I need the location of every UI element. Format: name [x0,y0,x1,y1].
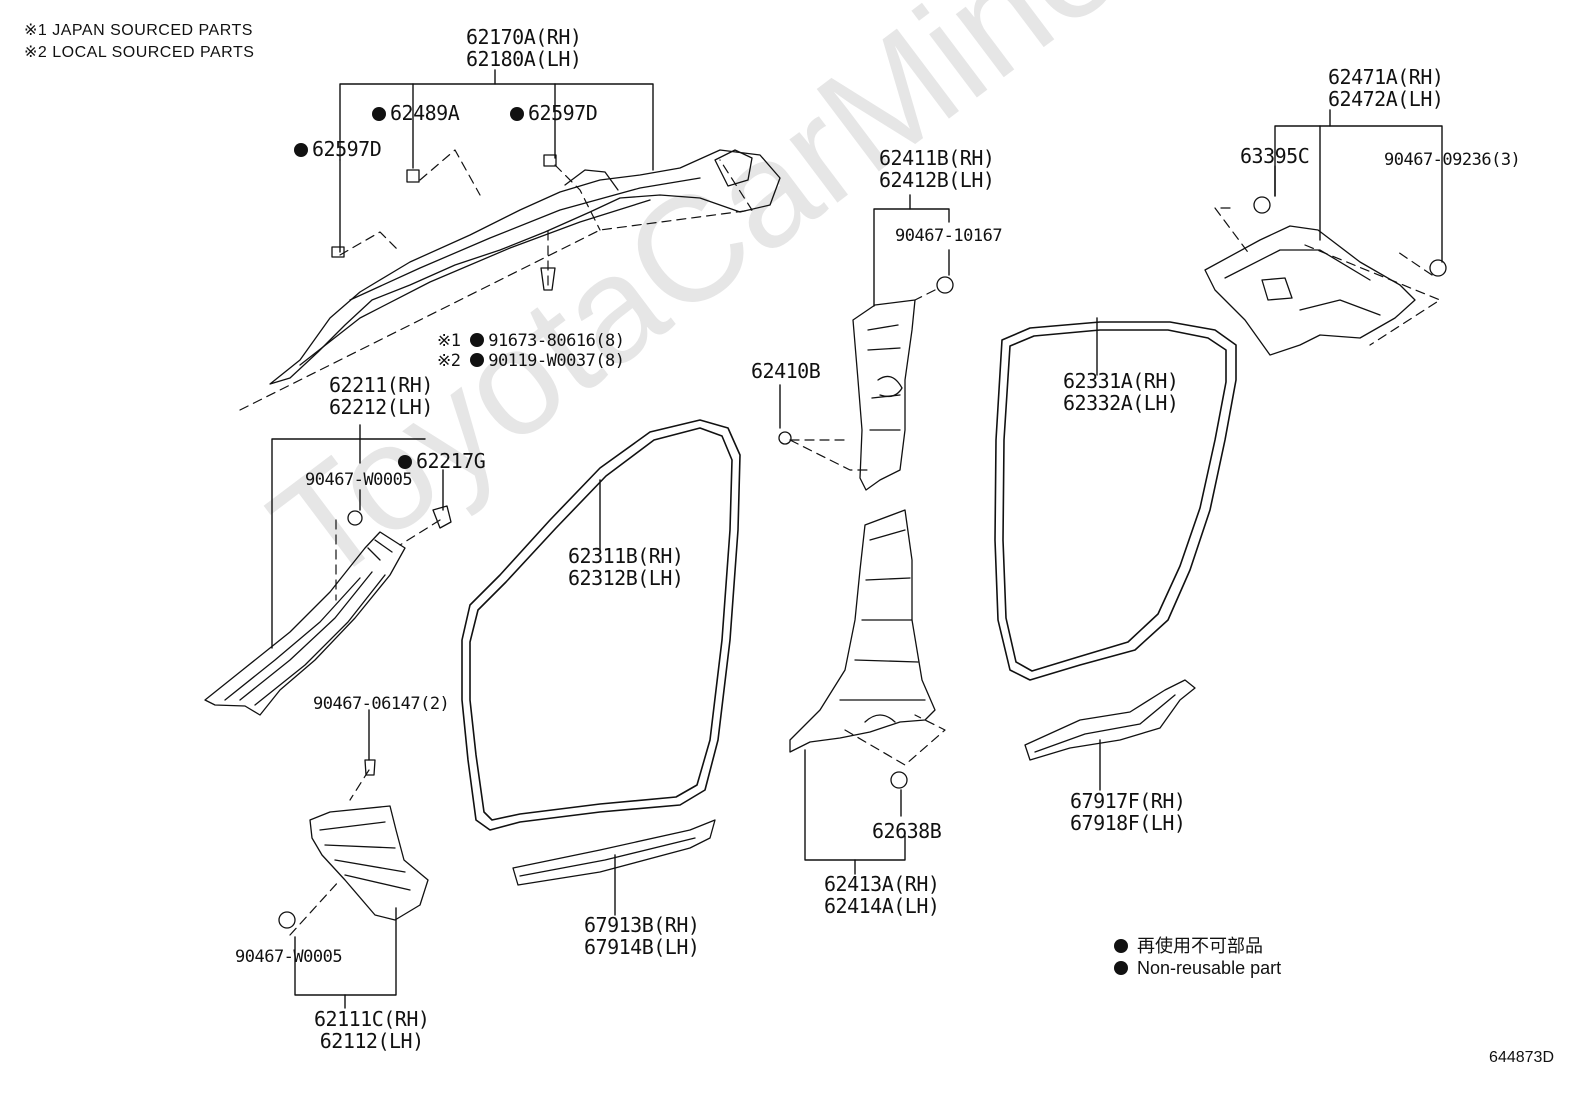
non-reusable-icon [470,353,485,367]
non-reusable-icon [470,333,485,347]
label-clip-63395c[interactable]: 63395C [1240,144,1310,168]
label-b-pillar-lower[interactable]: 62413A(RH) 62414A(LH) [824,872,940,918]
dashed-assembly-lines [239,149,1441,936]
note-local-sourced: ※2 LOCAL SOURCED PARTS [24,44,255,61]
label-clip-90467-09236[interactable]: 90467-09236(3) [1384,150,1521,170]
part-number-rh: 62211(RH) [329,373,433,397]
label-front-pillar-garnish[interactable]: 62170A(RH) 62180A(LH) [466,25,582,71]
label-clip-62597d-top[interactable]: 62597D [510,102,598,124]
non-reusable-icon [1114,939,1128,953]
part-number-lh: 62312B(LH) [568,566,684,590]
rear-door-weatherstrip-shape [994,321,1237,681]
non-reusable-icon [294,143,308,157]
b-pillar-lower-shape [789,509,936,789]
front-scuff-plate-shape [512,819,716,886]
label-cowl-side-trim[interactable]: 62111C(RH) 62112(LH) [314,1007,430,1053]
label-clip-90467-10167[interactable]: 90467-10167 [895,226,1003,246]
part-number-lh: 62332A(LH) [1063,391,1179,415]
part-number-lh: 62112(LH) [319,1029,424,1053]
part-number-rh: 62311B(RH) [568,544,684,568]
part-number-lh: 62412B(LH) [879,168,995,192]
label-clip-90467-06147[interactable]: 90467-06147(2) [313,694,450,714]
part-number-rh: 67917F(RH) [1070,789,1186,813]
label-clip-62597d-left[interactable]: 62597D [294,138,382,160]
label-b-pillar-upper[interactable]: 62411B(RH) 62412B(LH) [879,146,995,192]
part-number-lh: 62414A(LH) [824,894,940,918]
label-bolt-local[interactable]: ※2 90119-W0037(8) [437,351,625,371]
label-rear-scuff-plate[interactable]: 67917F(RH) 67918F(LH) [1070,789,1186,835]
label-clip-90467-w0005-b[interactable]: 90467-W0005 [235,947,343,967]
part-number-lh: 62212(LH) [329,395,433,419]
non-reusable-icon [372,107,386,121]
front-door-weatherstrip-shape [461,419,741,831]
label-a-pillar-trim[interactable]: 62211(RH) 62212(LH) [329,374,433,418]
legend-item-jp: 再使用不可部品 [1114,932,1263,958]
rear-scuff-plate-shape [1024,679,1196,761]
part-number-rh: 62170A(RH) [466,25,582,49]
label-clip-62410b[interactable]: 62410B [751,359,821,383]
roof-side-garnish-shape [1204,196,1447,356]
label-roof-side-garnish[interactable]: 62471A(RH) 62472A(LH) [1328,65,1444,111]
cowl-side-trim-shape [278,759,429,929]
label-front-door-weatherstrip[interactable]: 62311B(RH) 62312B(LH) [568,544,684,590]
part-number-rh: 62471A(RH) [1328,65,1444,89]
label-clip-62638b[interactable]: 62638B [872,819,942,843]
part-number-rh: 67913B(RH) [584,913,700,937]
leader-lines [271,69,1443,1009]
b-pillar-upper-shape [778,276,954,491]
part-number-lh: 67918F(LH) [1070,811,1186,835]
part-number-lh: 67914B(LH) [584,935,700,959]
label-clip-62489a[interactable]: 62489A [372,102,460,124]
note-japan-sourced: ※1 JAPAN SOURCED PARTS [24,22,253,39]
a-pillar-trim-shape [204,505,452,716]
diagram-id: 644873D [1489,1049,1554,1066]
part-number-lh: 62472A(LH) [1328,87,1444,111]
label-clip-62217g[interactable]: 62217G [398,450,486,472]
part-number-rh: 62411B(RH) [879,146,995,170]
non-reusable-icon [398,455,412,469]
non-reusable-icon [1114,961,1128,975]
label-bolt-japan[interactable]: ※1 91673-80616(8) [437,331,625,351]
label-rear-door-weatherstrip[interactable]: 62331A(RH) 62332A(LH) [1063,369,1179,415]
non-reusable-icon [510,107,524,121]
label-front-scuff-plate[interactable]: 67913B(RH) 67914B(LH) [584,913,700,959]
front-pillar-garnish-shape [269,149,781,385]
part-number-rh: 62331A(RH) [1063,369,1179,393]
part-number-rh: 62111C(RH) [314,1007,430,1031]
part-number-rh: 62413A(RH) [824,872,940,896]
part-number-lh: 62180A(LH) [466,47,582,71]
label-clip-90467-w0005-a[interactable]: 90467-W0005 [305,470,413,490]
legend-item-en: Non-reusable part [1114,958,1281,979]
